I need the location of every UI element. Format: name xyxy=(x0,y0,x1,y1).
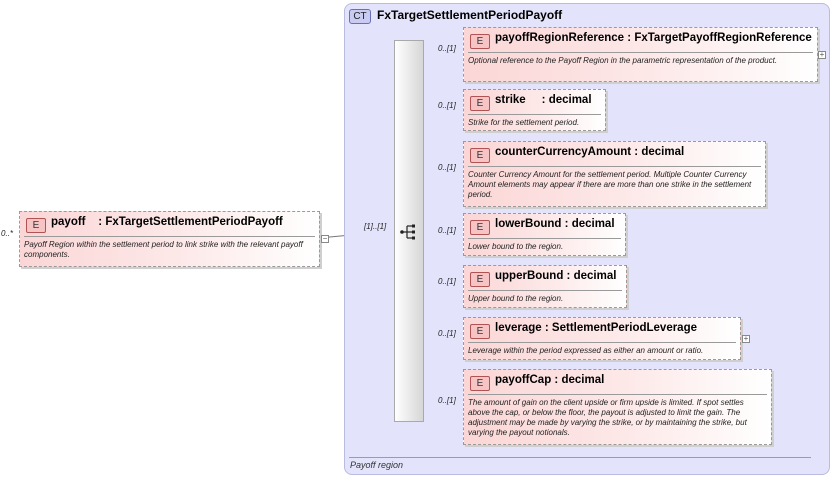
element-icon: E xyxy=(470,272,490,287)
element-description: Upper bound to the region. xyxy=(468,294,564,303)
element-description: The amount of gain on the client upside … xyxy=(468,398,747,437)
separator xyxy=(468,238,621,239)
root-element-type: FxTargetSettlementPeriodPayoff xyxy=(105,216,283,228)
root-element-payoff[interactable]: E payoff : FxTargetSettlementPeriodPayof… xyxy=(19,211,320,267)
element-type: SettlementPeriodLeverage xyxy=(551,322,698,334)
complex-type-title: FxTargetSettlementPeriodPayoff xyxy=(377,8,563,22)
element-heading: strike : decimal xyxy=(495,94,592,106)
element-type: FxTargetPayoffRegionReference xyxy=(634,32,812,44)
element-name: counterCurrencyAmount xyxy=(495,146,632,158)
element-icon: E xyxy=(470,34,490,49)
element-description: Counter Currency Amount for the settleme… xyxy=(468,170,752,199)
complex-type-footer: Payoff region xyxy=(350,460,404,470)
root-element-description: Payoff Region within the settlement peri… xyxy=(24,240,303,259)
element-icon: E xyxy=(470,220,490,235)
child-cardinality: 0..[1] xyxy=(438,396,456,405)
element-strike[interactable]: E strike : decimal Strike for the settle… xyxy=(463,89,606,131)
element-name: lowerBound xyxy=(495,218,562,230)
child-cardinality: 0..[1] xyxy=(438,329,456,338)
element-leverage[interactable]: E leverage : SettlementPeriodLeverage Le… xyxy=(463,317,741,360)
element-counter-currency-amount[interactable]: E counterCurrencyAmount : decimal Counte… xyxy=(463,141,766,207)
element-type: decimal xyxy=(641,146,685,158)
element-description: Strike for the settlement period. xyxy=(468,118,580,127)
element-heading: counterCurrencyAmount : decimal xyxy=(495,146,685,158)
element-type: decimal xyxy=(561,374,605,386)
root-element-name: payoff xyxy=(51,216,86,228)
element-icon: E xyxy=(470,148,490,163)
element-name: upperBound xyxy=(495,270,564,282)
child-cardinality: 0..[1] xyxy=(438,101,456,110)
element-name: leverage xyxy=(495,322,542,334)
element-description: Leverage within the period expressed as … xyxy=(468,346,704,355)
element-name: payoffCap xyxy=(495,374,552,386)
element-name: strike xyxy=(495,94,526,106)
element-payoff-cap[interactable]: E payoffCap : decimal The amount of gain… xyxy=(463,369,772,445)
separator xyxy=(468,290,622,291)
element-heading: lowerBound : decimal xyxy=(495,218,615,230)
separator xyxy=(24,236,315,237)
element-type: decimal xyxy=(573,270,617,282)
element-name: payoffRegionReference xyxy=(495,32,625,44)
element-icon: E xyxy=(470,96,490,111)
element-description: Optional reference to the Payoff Region … xyxy=(468,56,778,65)
element-heading: upperBound : decimal xyxy=(495,270,617,282)
element-lower-bound[interactable]: E lowerBound : decimal Lower bound to th… xyxy=(463,213,626,256)
separator xyxy=(468,114,601,115)
element-heading: payoffCap : decimal xyxy=(495,374,605,386)
separator xyxy=(468,394,767,395)
child-cardinality: 0..[1] xyxy=(438,277,456,286)
element-upper-bound[interactable]: E upperBound : decimal Upper bound to th… xyxy=(463,265,627,308)
element-icon: E xyxy=(470,324,490,339)
separator xyxy=(468,342,736,343)
sequence-compositor[interactable] xyxy=(394,40,424,422)
element-icon: E xyxy=(470,376,490,391)
element-type: decimal xyxy=(571,218,615,230)
sequence-cardinality: [1]..[1] xyxy=(364,222,387,231)
expand-icon[interactable]: + xyxy=(742,334,750,343)
child-cardinality: 0..[1] xyxy=(438,163,456,172)
sequence-icon xyxy=(400,224,415,240)
separator xyxy=(468,166,761,167)
child-cardinality: 0..[1] xyxy=(438,226,456,235)
collapse-icon[interactable]: − xyxy=(321,234,329,243)
footer-separator xyxy=(349,457,811,458)
complex-type-icon: CT xyxy=(349,9,371,24)
root-cardinality: 0..* xyxy=(1,229,14,238)
element-type: decimal xyxy=(548,94,592,106)
child-cardinality: 0..[1] xyxy=(438,44,456,53)
separator xyxy=(468,52,813,53)
element-heading: leverage : SettlementPeriodLeverage xyxy=(495,322,698,334)
element-payoff-region-reference[interactable]: E payoffRegionReference : FxTargetPayoff… xyxy=(463,27,818,82)
root-element-heading: payoff : FxTargetSettlementPeriodPayoff xyxy=(51,216,283,228)
element-description: Lower bound to the region. xyxy=(468,242,564,251)
element-icon: E xyxy=(26,218,46,233)
element-heading: payoffRegionReference : FxTargetPayoffRe… xyxy=(495,32,812,44)
expand-icon[interactable]: + xyxy=(818,50,826,59)
